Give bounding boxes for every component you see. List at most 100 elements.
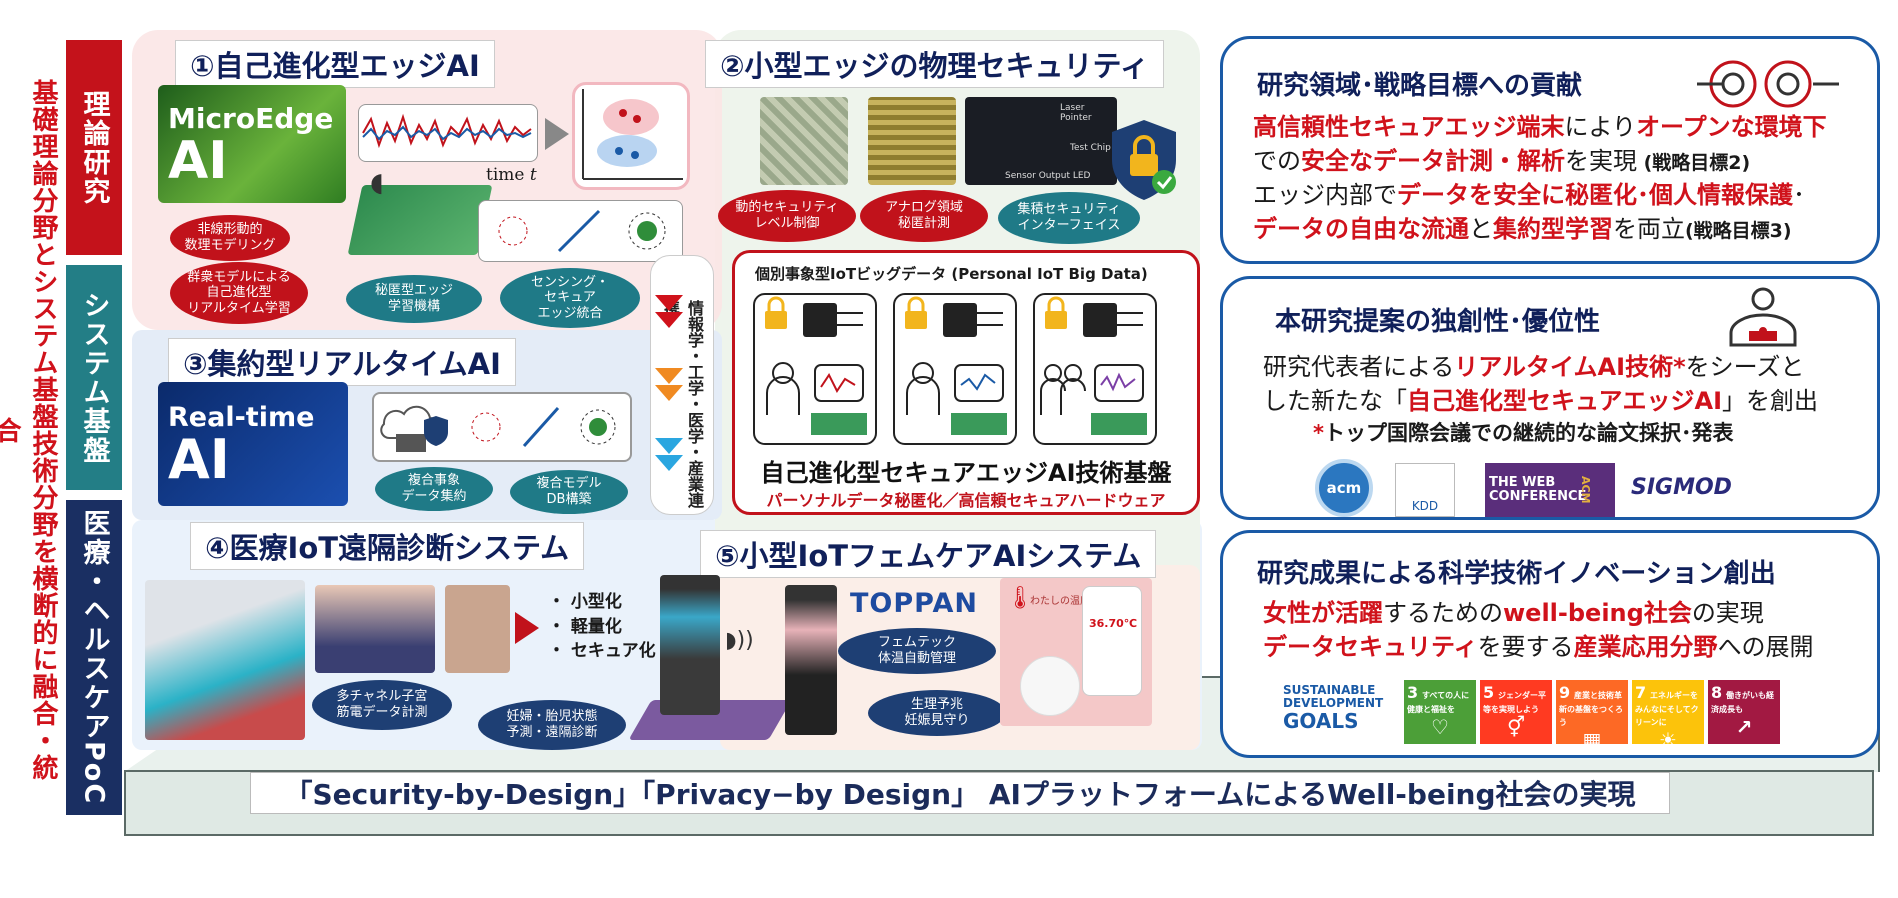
sensor-device: [1020, 656, 1080, 716]
hl-text: 集約型学習: [1493, 215, 1613, 243]
plain-text: での: [1253, 147, 1301, 175]
contribution-line2: での安全なデータ計測・解析を実現 (戦略目標2): [1253, 145, 1750, 177]
iot-platform-title: 自己進化型セキュアエッジAI技術基盤: [760, 459, 1172, 487]
yoga-woman-illustration: [660, 575, 720, 715]
cross-domain-caption: 基礎理論分野とシステム基盤技術分野を横断的に融合・統合: [0, 79, 58, 781]
sdg-goal-9: 9 産業と技術革新の基盤をつくろう▦: [1556, 680, 1628, 752]
collaboration-label: 情報学・工学・医学・産業連携: [661, 300, 704, 508]
sdg-label: ジェンダー平等を実現しよう: [1483, 691, 1546, 714]
plain-text: 」を創出: [1722, 387, 1819, 415]
web-conference-logo: THE WEB CONFERENCE ACM: [1485, 463, 1615, 517]
innovation-title: 研究成果による科学技術イノベーション創出: [1257, 559, 1776, 589]
realtime-ai-logo: Real-time AI: [158, 382, 348, 506]
contribution-line3: エッジ内部でデータを安全に秘匿化･個人情報保護･: [1253, 179, 1805, 211]
logo-line2: AI: [168, 427, 230, 491]
sdg-label: エネルギーをみんなにそしてクリーンに: [1635, 691, 1699, 727]
sdg-label: 産業と技術革新の基盤をつくろう: [1559, 691, 1623, 727]
hl-text: 女性が活躍: [1263, 599, 1383, 627]
logo-line1: Real-time: [168, 401, 315, 433]
standing-woman-illustration: [785, 585, 837, 735]
plain-text: の実現: [1691, 599, 1764, 627]
person-sensor-icon: [905, 296, 1007, 435]
chevron-down-icon: [655, 312, 683, 328]
plain-text: トップ国際会議での継続的な論文採択･発表: [1323, 421, 1734, 445]
sdg-line3: GOALS: [1283, 709, 1359, 734]
originality-line1: 研究代表者によるリアルタイムAI技術*をシーズと: [1263, 351, 1804, 383]
plain-text: により: [1564, 113, 1637, 141]
wireless-icon: ◖: [370, 168, 384, 198]
hl-text: 自己進化型セキュアエッジAI: [1407, 387, 1723, 415]
plain-text: した新たな「: [1263, 387, 1407, 415]
originality-box: 本研究提案の独創性･優位性 研究代表者によるリアルタイムAI技術*をシーズと し…: [1220, 276, 1880, 520]
hl-text: 高信頼性セキュアエッジ端末: [1253, 113, 1565, 141]
iot-card-1: [753, 293, 877, 445]
time-axis-label: time t: [486, 165, 537, 185]
plain-text: するための: [1383, 599, 1503, 627]
originality-line2: した新たな「自己進化型セキュアエッジAI」を創出: [1263, 385, 1818, 417]
hl-text: 安全なデータ計測・解析: [1301, 147, 1565, 175]
cloud-server-icon: [380, 405, 616, 452]
vector-field-icon: [498, 209, 666, 253]
laser-pointer-label: Laser Pointer: [1060, 103, 1092, 123]
time-label: time: [486, 165, 525, 185]
microedge-ai-logo: MicroEdge AI: [158, 85, 346, 203]
arrow-right-icon: [545, 118, 569, 150]
chevron-down-icon: [655, 295, 683, 311]
growth-chart-icon: ↗: [1735, 715, 1753, 739]
sdg-num: 5: [1483, 683, 1495, 702]
iot-bigdata-box: 個別事象型IoTビッグデータ (Personal IoT Big Data) 自…: [732, 250, 1200, 515]
tab-healthcare: 医療・ヘルスケアPoC: [66, 500, 122, 815]
plain-text: をシーズと: [1685, 353, 1805, 381]
sun-icon: ☀: [1659, 728, 1677, 752]
contribution-title: 研究領域･戦略目標への貢献: [1257, 71, 1583, 101]
cluster-icon: [582, 89, 683, 180]
oval-emg-measurement: 多チャネル子宮 筋電データ計測: [312, 680, 452, 730]
oval-sensing-secure-edge: センシング・ セキュア エッジ統合: [500, 268, 640, 328]
section3-title: ③集約型リアルタイムAI: [168, 338, 516, 386]
iot-card-2: [893, 293, 1017, 445]
chevron-down-icon: [655, 455, 683, 471]
sdg-label: 働きがいも経済成長も: [1711, 691, 1774, 714]
family-sensor-icon: [1040, 296, 1147, 435]
sdg-num: 9: [1559, 683, 1571, 702]
signal-plot: [358, 104, 538, 162]
contribution-line1: 高信頼性セキュアエッジ端末によりオープンな環境下: [1253, 111, 1827, 143]
hl-text: データの自由な流通: [1253, 215, 1469, 243]
sensor-patch-photo: [445, 585, 510, 673]
wireless-icon: ◗)): [725, 628, 754, 653]
miniaturize-bullets: ・ 小型化 ・ 軽量化 ・ セキュア化: [548, 592, 656, 662]
hl-text: *: [1313, 421, 1324, 445]
oval-remote-diagnosis: 妊婦・胎児状態 予測・遠隔診断: [478, 700, 626, 750]
time-variable: t: [529, 165, 537, 185]
target-icon: [1697, 60, 1839, 108]
test-chip-label: Test Chip: [1070, 143, 1111, 153]
logo-line2: AI: [168, 130, 228, 191]
hl-text: 産業応用分野: [1573, 633, 1718, 661]
sdg-num: 8: [1711, 683, 1723, 702]
plain-text: 研究代表者による: [1263, 353, 1455, 381]
webconf-acm-text: ACM: [1579, 476, 1593, 504]
belly-sensor-photo: [315, 585, 435, 673]
logo-line1: MicroEdge: [168, 101, 334, 135]
hl-text: データセキュリティ: [1263, 633, 1478, 661]
hl-text: オープンな環境下: [1636, 113, 1827, 141]
tab-theory: 理論研究: [66, 40, 122, 255]
target-gears-icon: [1693, 49, 1843, 123]
oval-nonlinear-modeling: 非線形動的 数理モデリング: [170, 215, 290, 261]
sdg-logo: SUSTAINABLE DEVELOPMENT GOALS: [1283, 683, 1395, 744]
oval-secret-edge-learning: 秘匿型エッジ 学習機構: [346, 275, 482, 323]
plain-text: と: [1469, 215, 1493, 243]
vector-field-plots: [478, 200, 683, 262]
chevron-down-icon: [655, 385, 683, 401]
plain-text: ･: [1793, 181, 1805, 209]
contribution-box: 研究領域･戦略目標への貢献 高信頼性セキュアエッジ端末によりオープンな環境下 で…: [1220, 36, 1880, 264]
shield-lock-icon: [1110, 118, 1178, 206]
person-sensor-icon: [765, 296, 867, 435]
person-icon: [1729, 287, 1797, 347]
toppan-logo: TOPPAN: [850, 588, 978, 619]
ultrasound-exam-illustration: [145, 580, 305, 740]
person-puzzle-icon: [1723, 285, 1803, 353]
sensor-output-label: Sensor Output LED: [1005, 171, 1091, 181]
femcare-app-photo: 🌡 わたしの温度 36.70℃: [1000, 578, 1152, 726]
plain-text: への展開: [1717, 633, 1814, 661]
